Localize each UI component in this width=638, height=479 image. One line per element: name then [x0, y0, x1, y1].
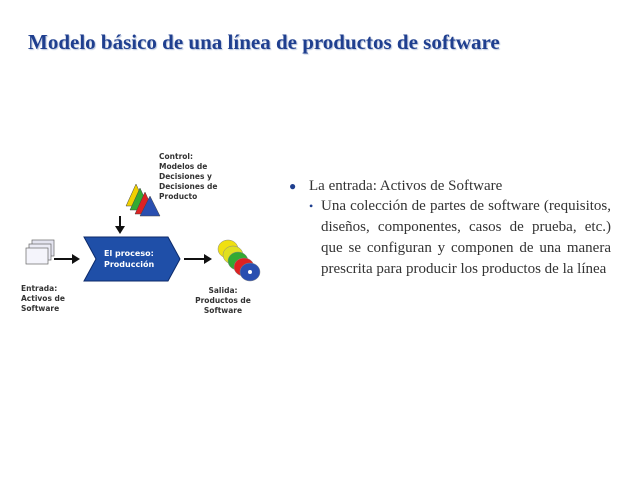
arrow-right-icon	[184, 254, 212, 264]
bullet-sub: • Una colección de partes de software (r…	[309, 196, 611, 280]
diagram-graphics	[25, 183, 261, 282]
input-label: Entrada: Activos de Software	[21, 284, 65, 313]
bullet-main: ● La entrada: Activos de Software	[289, 178, 503, 194]
input-documents-icon	[25, 239, 55, 265]
slide-title: Modelo básico de una línea de productos …	[28, 30, 500, 54]
bullet-list: ● La entrada: Activos de Software • Una …	[289, 176, 611, 280]
bullet-dot-icon: ●	[289, 179, 297, 193]
process-shape	[83, 236, 181, 282]
output-discs-icon	[217, 239, 261, 282]
output-label: Salida: Productos de Software	[195, 286, 251, 315]
arrow-down-icon	[115, 216, 125, 234]
control-label: Control: Modelos de Decisiones y Decisio…	[159, 152, 218, 201]
process-label: El proceso: Producción	[104, 249, 155, 269]
arrow-right-icon	[54, 254, 80, 264]
sub-bullet-dot-icon: •	[309, 199, 314, 213]
control-triangles-icon	[125, 183, 161, 217]
product-line-diagram: Control: Modelos de Decisiones y Decisio…	[18, 148, 278, 328]
